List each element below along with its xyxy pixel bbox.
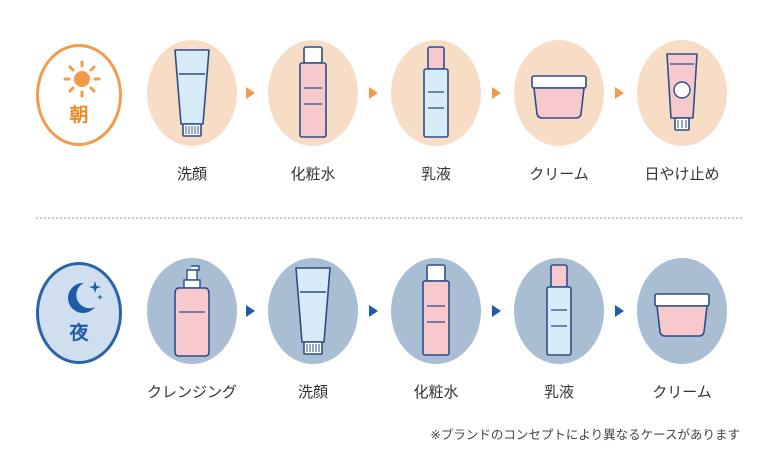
- arrow-right-icon: [492, 87, 501, 99]
- morning-step-sunscreen: 日やけ止め: [627, 40, 737, 190]
- cream-jar-icon: [654, 293, 710, 337]
- sunscreen-tube-icon: [666, 53, 698, 131]
- night-step-cleansing-foam: 洗顔: [258, 258, 368, 408]
- tube-icon: [295, 267, 331, 355]
- morning-badge: 朝: [36, 44, 122, 146]
- night-routine-row: 夜 クレンジング 洗顔 化粧水: [0, 258, 768, 408]
- morning-step-cream: クリーム: [504, 40, 614, 190]
- cream-jar-icon: [531, 75, 587, 119]
- night-step-cream: クリーム: [627, 258, 737, 408]
- section-divider: [36, 217, 742, 219]
- arrow-right-icon: [246, 87, 255, 99]
- step-label: 洗顔: [176, 165, 207, 183]
- step-label: クリーム: [652, 383, 712, 401]
- step-label: クリーム: [529, 165, 589, 183]
- arrow-right-icon: [369, 305, 378, 317]
- footnote: ※ブランドのコンセプトにより異なるケースがあります: [430, 427, 740, 442]
- blue-bottle-icon: [546, 264, 572, 356]
- night-badge: 夜: [36, 262, 122, 364]
- moon-stars-icon: [68, 281, 103, 313]
- step-label: 日やけ止め: [644, 165, 720, 183]
- morning-step-cleansing-foam: 洗顔: [137, 40, 247, 190]
- step-label: 乳液: [420, 165, 451, 183]
- arrow-right-icon: [615, 305, 624, 317]
- pink-bottle-icon: [422, 264, 450, 356]
- night-step-emulsion: 乳液: [504, 258, 614, 408]
- arrow-right-icon: [615, 87, 624, 99]
- morning-badge-label: 朝: [69, 104, 89, 126]
- arrow-right-icon: [369, 87, 378, 99]
- night-step-toner: 化粧水: [381, 258, 491, 408]
- blue-bottle-icon: [423, 46, 449, 138]
- pink-bottle-icon: [299, 46, 327, 138]
- morning-routine-row: 朝 洗顔 化粧水 乳液: [0, 40, 768, 190]
- step-label: 乳液: [543, 383, 574, 401]
- morning-step-emulsion: 乳液: [381, 40, 491, 190]
- sun-icon: [63, 60, 101, 98]
- step-label: 洗顔: [297, 383, 328, 401]
- tube-icon: [174, 49, 210, 137]
- arrow-right-icon: [492, 305, 501, 317]
- morning-step-toner: 化粧水: [258, 40, 368, 190]
- pump-bottle-icon: [174, 265, 210, 357]
- step-label: 化粧水: [413, 383, 459, 401]
- step-label: 化粧水: [290, 165, 336, 183]
- step-label: クレンジング: [146, 383, 237, 401]
- night-step-cleansing: クレンジング: [137, 258, 247, 408]
- arrow-right-icon: [246, 305, 255, 317]
- night-badge-label: 夜: [69, 322, 89, 344]
